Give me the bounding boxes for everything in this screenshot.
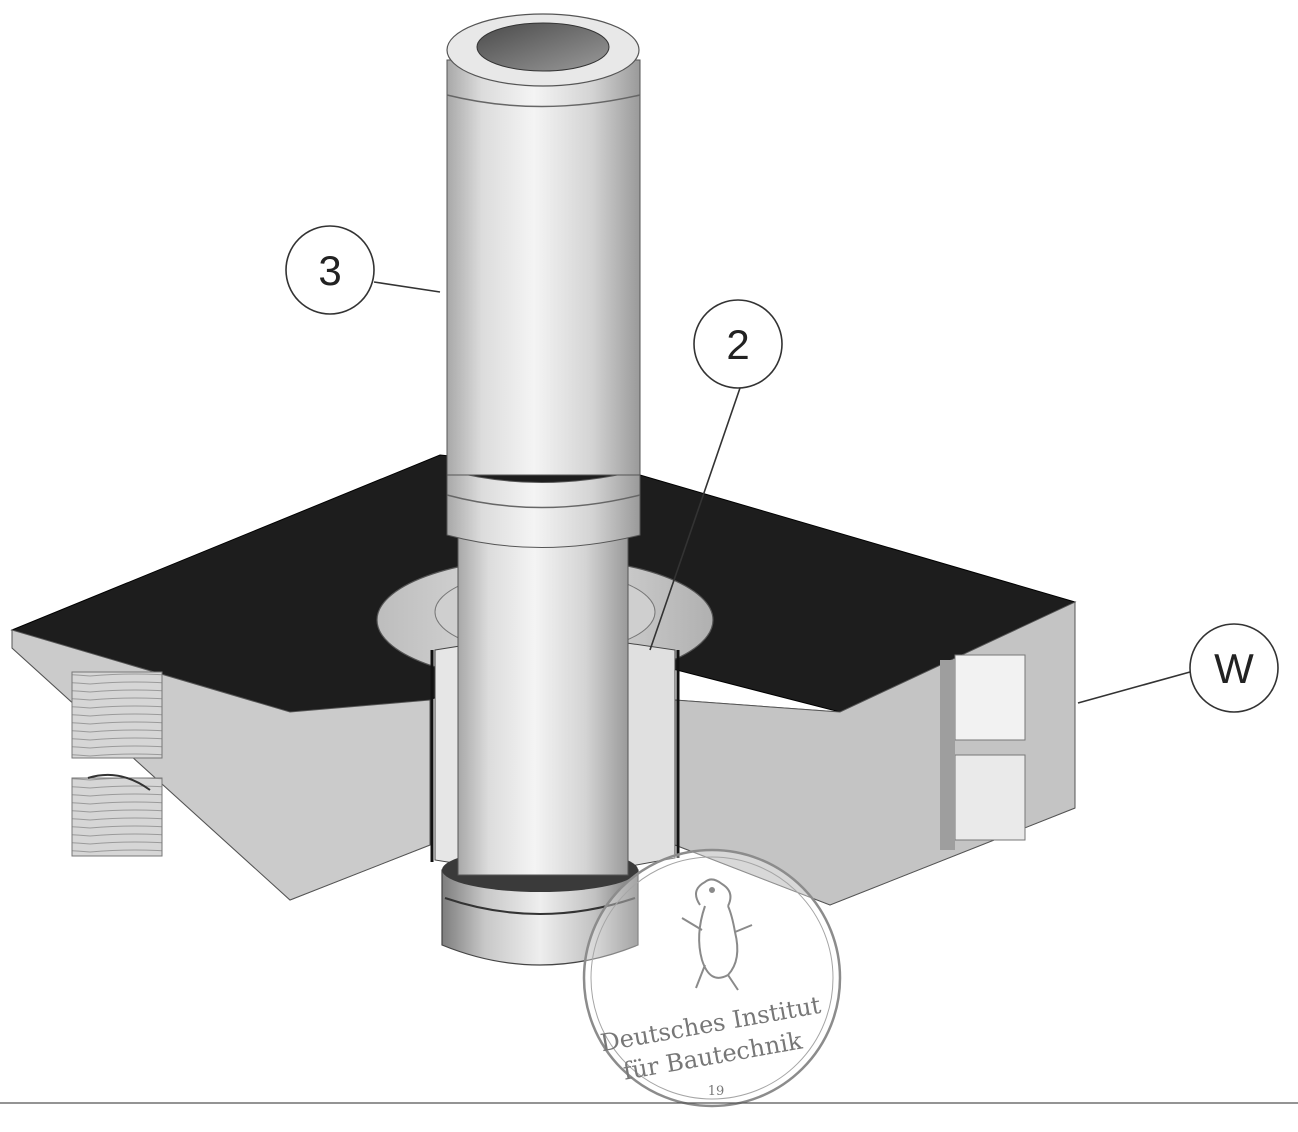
leader-line-pipe (373, 281, 441, 293)
pipe-upper-section (446, 59, 641, 476)
pipe-component (441, 13, 641, 966)
leader-line-wall (1077, 671, 1191, 704)
pipe-opening (476, 22, 610, 72)
callout-label-sleeve: 2 (726, 321, 749, 368)
callout-wall: W (1077, 623, 1279, 713)
callout-circle-pipe (285, 225, 375, 315)
wall-notches-right (940, 654, 1026, 850)
callout-circle-wall (1189, 623, 1279, 713)
callout-sleeve: 2 (649, 299, 783, 651)
berlin-bear-icon (681, 878, 753, 991)
pipe-coupling-band (446, 469, 641, 548)
callout-circle-sleeve (693, 299, 783, 389)
callout-label-wall: W (1214, 645, 1254, 692)
callout-label-pipe: 3 (318, 247, 341, 294)
wood-grain-panel-lower (71, 777, 163, 857)
leader-line-sleeve (649, 387, 741, 651)
stamp-number: 19 (708, 1084, 725, 1099)
approval-stamp: Deutsches Institut für Bautechnik 19 (582, 848, 842, 1108)
wall-block (10, 454, 1077, 906)
stamp-outer-ring (582, 848, 842, 1108)
callout-pipe: 3 (285, 225, 441, 315)
pipe-middle-section (457, 529, 629, 876)
wood-grain-panel-upper (71, 671, 163, 759)
